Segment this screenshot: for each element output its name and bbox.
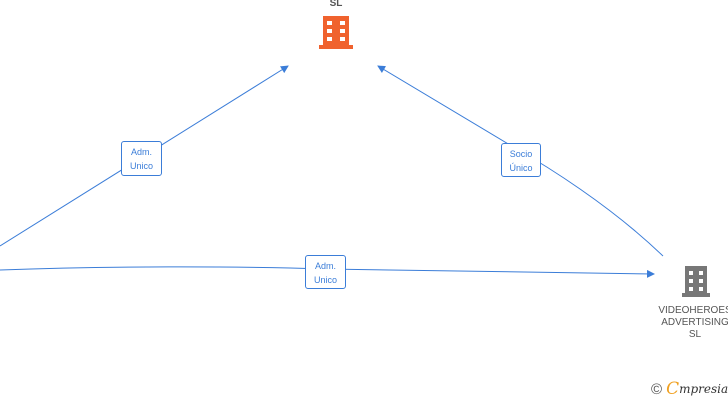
- edge-label-left-to-right-line-1: Adm.: [314, 261, 336, 271]
- edge-left-to-right: [0, 266, 655, 278]
- edge-label-left-to-top-line-2: Unico: [129, 161, 153, 171]
- copyright-icon: ©: [651, 380, 663, 398]
- brand-logo-initial: C: [666, 379, 680, 399]
- node-label-top[interactable]: SL: [316, 0, 356, 10]
- node-label-top-line-1: SL: [329, 0, 343, 9]
- node-label-bottom-right-line-1: VIDEOHEROES: [658, 305, 728, 316]
- node-label-bottom-right-line-3: SL: [688, 329, 702, 340]
- node-label-bottom-right[interactable]: VIDEOHEROES ADVERTISING SL: [650, 305, 728, 341]
- edge-label-right-to-top[interactable]: Socio Único: [501, 143, 541, 177]
- brand-logo-text: mpresia: [679, 382, 728, 396]
- node-label-bottom-right-line-2: ADVERTISING: [661, 317, 728, 328]
- edge-label-left-to-right[interactable]: Adm. Unico: [305, 255, 346, 289]
- edge-label-left-to-top[interactable]: Adm. Unico: [121, 141, 162, 176]
- edge-label-right-to-top-line-2: Único: [509, 163, 533, 173]
- building-icon-bottom-right[interactable]: [682, 266, 710, 297]
- edge-label-left-to-top-line-1: Adm.: [130, 147, 152, 157]
- empresia-watermark: © C mpresia: [651, 379, 728, 399]
- edge-label-left-to-right-line-2: Unico: [313, 275, 337, 285]
- building-icon-top[interactable]: [319, 16, 353, 49]
- edge-label-right-to-top-line-1: Socio: [509, 149, 533, 159]
